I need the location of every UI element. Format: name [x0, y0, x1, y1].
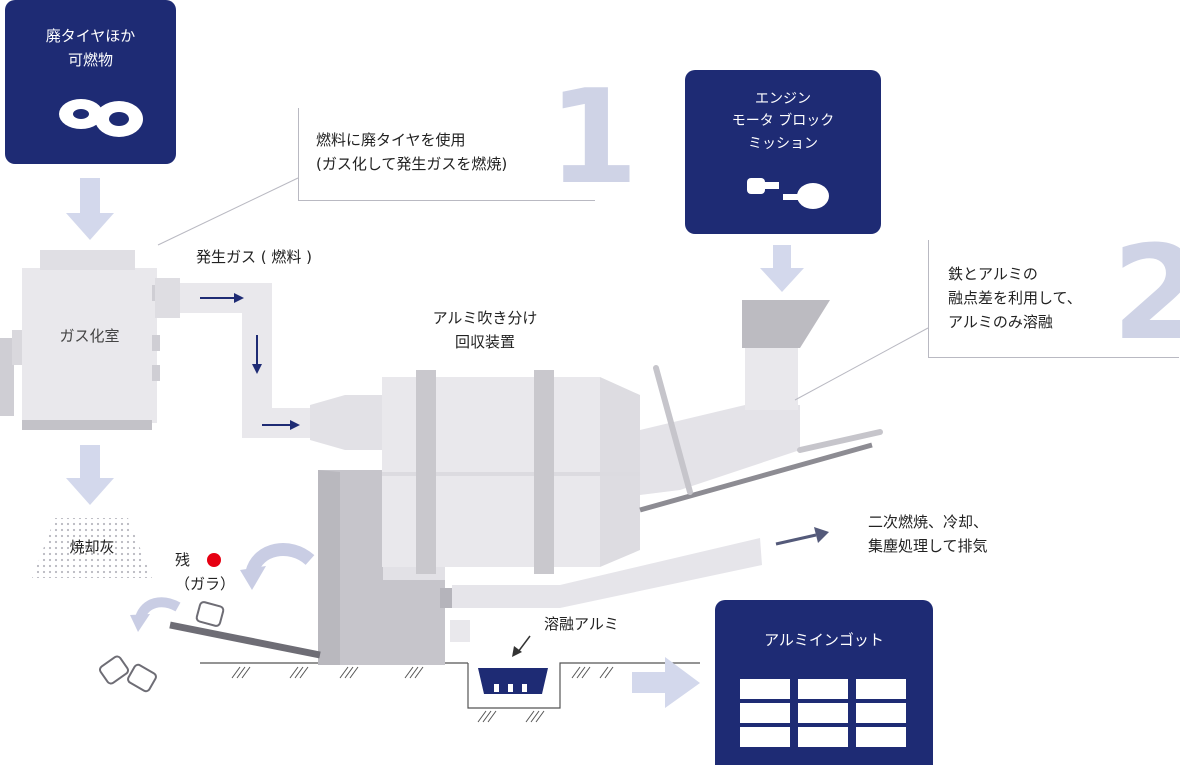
callout-2-number: 2 [1112, 217, 1180, 369]
callout-2-line2: 融点差を利用して、 [948, 289, 1082, 307]
callout-1-leader [157, 177, 299, 246]
callout-1 [298, 108, 595, 201]
residue-label-line1: 残 [175, 551, 191, 569]
input-tires-box: 廃タイヤほか 可燃物 [5, 0, 176, 164]
separator-label-line1: アルミ吹き分け [432, 309, 538, 327]
gasification-room-label: ガス化室 [59, 327, 120, 345]
ingot-label: アルミインゴット [764, 631, 884, 649]
molten-aluminum-tray [478, 635, 548, 694]
input-engine-line2: モータ ブロック [731, 113, 835, 130]
ground [200, 662, 700, 723]
ingot-stack-icon [738, 677, 908, 749]
callout-2-line1: 鉄とアルミの [948, 265, 1038, 283]
callout-2-leader [794, 327, 929, 401]
callout-2-line3: アルミのみ溶融 [948, 313, 1053, 331]
residue-label-line2: （ガラ） [175, 575, 236, 593]
input-engine-line1: エンジン [755, 91, 811, 107]
ash-heap [32, 518, 152, 578]
tires-icon [59, 99, 143, 137]
input-tires-line2: 可燃物 [67, 51, 113, 69]
gas-flow-arrows [200, 293, 300, 430]
callout-1-number: 1 [548, 61, 639, 213]
residue-chute [99, 543, 321, 693]
gasification-chamber [0, 250, 180, 430]
flow-arrows-light [66, 178, 804, 708]
engine-parts-icon [747, 178, 829, 209]
callout-1-line2: (ガス化して発生ガスを燃焼) [316, 155, 508, 173]
input-tires-line1: 廃タイヤほか [45, 27, 136, 45]
aluminum-separator [318, 300, 883, 665]
ash-label: 焼却灰 [69, 538, 115, 556]
input-engine-line3: ミッション [748, 135, 818, 152]
exhaust-label-line2: 集塵処理して排気 [868, 537, 988, 555]
exhaust-label-line1: 二次燃焼、冷却、 [868, 513, 989, 531]
callout-1-line1: 燃料に廃タイヤを使用 [316, 131, 466, 149]
residue-dot [207, 553, 221, 567]
input-engine-box: エンジン モータ ブロック ミッション [685, 70, 881, 234]
callout-2 [928, 240, 1179, 358]
separator-label-line2: 回収装置 [454, 333, 515, 351]
molten-aluminum-label: 溶融アルミ [544, 615, 619, 633]
generated-gas-label: 発生ガス ( 燃料 ) [196, 248, 313, 266]
exhaust-arrow [775, 527, 829, 546]
output-ingot-box: アルミインゴット [715, 600, 933, 765]
